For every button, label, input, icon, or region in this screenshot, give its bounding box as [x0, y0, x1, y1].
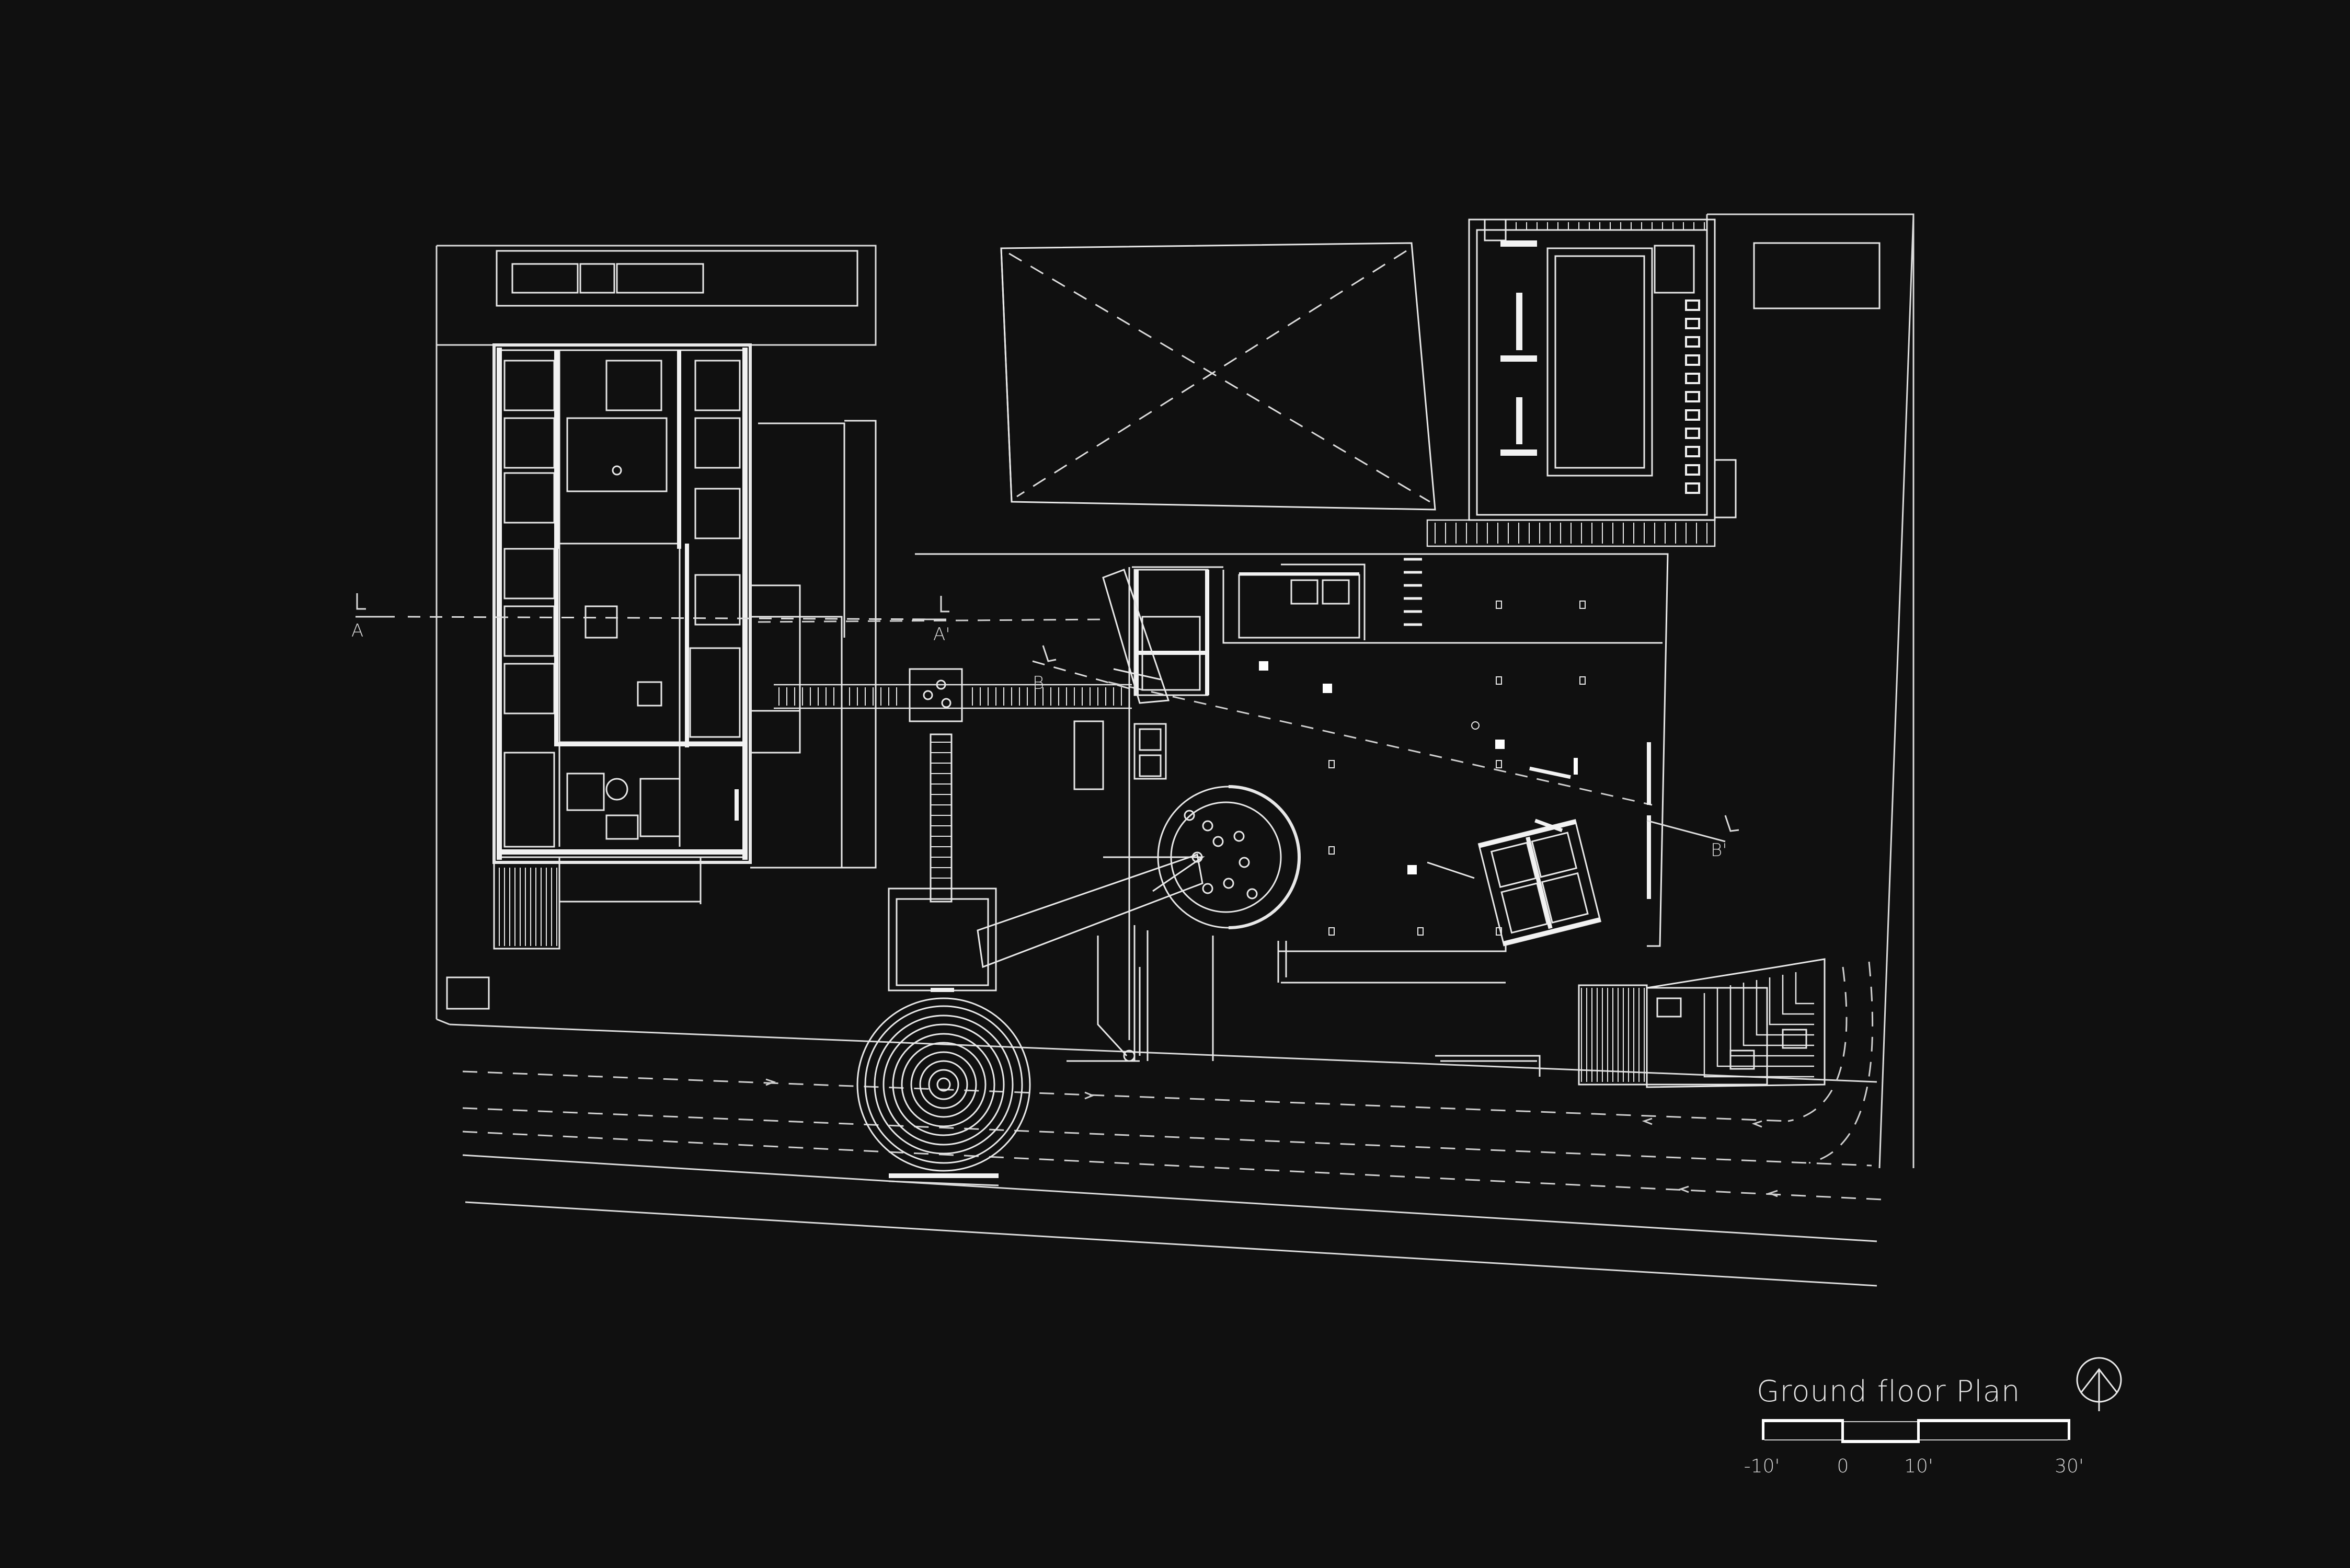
section-line-a	[356, 593, 949, 620]
service-block-walls	[1134, 570, 1359, 695]
hall-partitions	[1529, 742, 1651, 899]
left-stair-hatch	[499, 868, 557, 946]
hall-stair-block	[1102, 569, 1170, 780]
north-arrow-icon	[2076, 1357, 2122, 1411]
pavilion	[909, 668, 963, 903]
top-right-building-fixtures	[1685, 299, 1700, 494]
top-right-building	[1468, 218, 1881, 521]
colonnade-ticks	[1435, 523, 1707, 544]
hall-columns	[1259, 661, 1578, 874]
drawing-title: Ground floor Plan	[1757, 1375, 2021, 1409]
scale-bar	[1762, 1419, 2070, 1443]
lower-site-lines	[1067, 861, 1475, 1062]
center-top-diagonals	[1008, 250, 1430, 503]
connecting-corridor	[774, 684, 1132, 709]
ramp	[977, 854, 1205, 969]
scale-label-10: 10'	[1904, 1456, 1933, 1477]
plaza-base-line	[889, 988, 999, 1178]
left-building-walls	[497, 348, 748, 860]
colonnade-strip	[1426, 519, 1716, 547]
bottom-right-stair-hatch	[1581, 988, 1645, 1082]
top-right-building-hatch	[1505, 222, 1705, 230]
street-lanes	[462, 961, 1883, 1201]
scale-label-30: 30'	[2055, 1456, 2084, 1477]
scale-label-0: 0	[1837, 1456, 1849, 1477]
main-hall	[915, 553, 1669, 1077]
terraced-seating	[1703, 972, 1814, 1078]
section-a-label: A	[351, 620, 363, 641]
hall-dashed-line	[758, 618, 1653, 806]
top-right-building-walls	[1500, 240, 1537, 456]
section-a-prime-label: A'	[933, 624, 950, 645]
bottom-right-steps	[1578, 958, 1826, 1088]
corridor-ticks	[778, 687, 1122, 706]
entry-steps	[1404, 558, 1422, 626]
hall-small-columns	[1328, 601, 1586, 936]
scale-label-minus-10: -10'	[1744, 1456, 1780, 1477]
section-b-prime-label: B'	[1711, 840, 1727, 861]
circular-plaza	[856, 887, 1031, 1172]
section-b-label: B	[1033, 673, 1044, 694]
street-direction-arrows	[765, 1078, 1778, 1197]
center-top-block	[1000, 242, 1436, 511]
section-line-b	[1032, 645, 1739, 843]
